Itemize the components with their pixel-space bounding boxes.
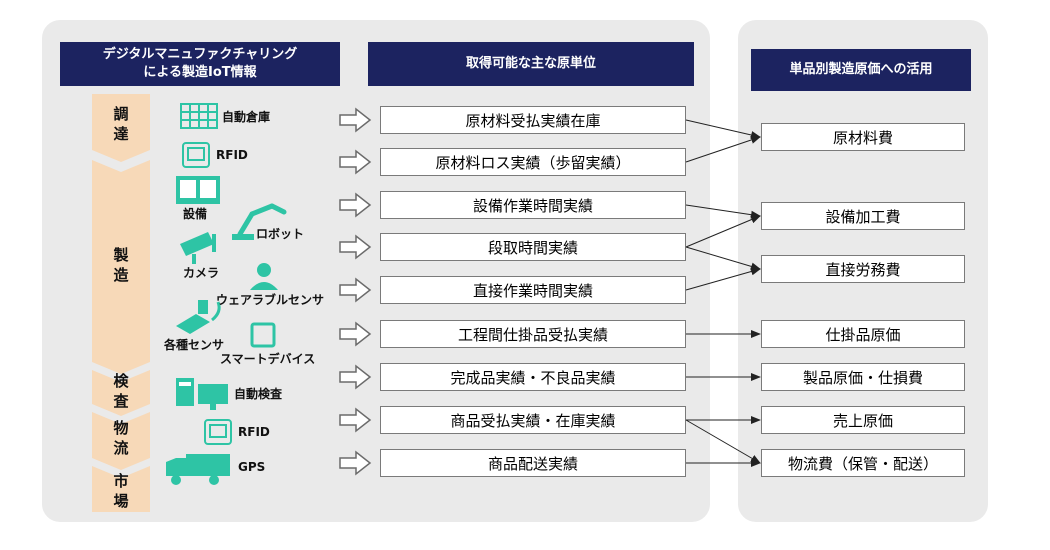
connector-3 <box>685 204 761 219</box>
chevron-procurement <box>92 94 150 162</box>
rfid-icon-2 <box>204 419 232 445</box>
unit-goods-delivery: 商品配送実績 <box>380 449 686 477</box>
chevron-logistics <box>92 412 150 470</box>
connector-1 <box>685 119 761 139</box>
device-wearable-label: ウェアラブルセンサ <box>216 293 325 307</box>
robot-icon <box>237 203 287 237</box>
device-smart-label: スマートデバイス <box>220 352 316 366</box>
unit-wip-transfer: 工程間仕掛品受払実績 <box>380 320 686 348</box>
equipment-icon <box>176 176 220 204</box>
unit-setup-time: 段取時間実績 <box>380 233 686 261</box>
cost-logistics: 物流費（保管・配送） <box>761 449 965 477</box>
connector-10 <box>685 419 761 464</box>
connector-4 <box>685 215 761 248</box>
truck-icon <box>166 454 230 485</box>
stage-procurement: 調 達 <box>113 105 129 143</box>
chevron-manufacturing <box>92 160 150 374</box>
device-rfid-label: RFID <box>216 148 248 162</box>
input-arrow-3 <box>339 192 372 218</box>
input-arrow-8 <box>339 407 372 433</box>
device-inspection-label: 自動検査 <box>234 387 283 401</box>
device-warehouse-label: 自動倉庫 <box>222 110 271 124</box>
stage-manufacturing: 製 造 <box>113 246 129 284</box>
device-sensors-label: 各種センサ <box>164 338 225 352</box>
unit-raw-material-loss: 原材料ロス実績（歩留実績） <box>380 148 686 176</box>
device-robot-label: ロボット <box>256 227 305 241</box>
unit-equipment-time: 設備作業時間実績 <box>380 191 686 219</box>
camera-icon <box>180 232 216 264</box>
cost-product-spoilage: 製品原価・仕損費 <box>761 363 965 391</box>
various-sensors-icon <box>176 300 210 334</box>
device-camera-label: カメラ <box>183 266 220 280</box>
input-arrow-1 <box>339 107 372 133</box>
left-panel <box>42 20 710 522</box>
warehouse-icon <box>180 103 218 129</box>
input-arrow-9 <box>339 450 372 476</box>
input-arrow-6 <box>339 321 372 347</box>
device-gps-label: GPS <box>238 460 266 474</box>
smart-device-icon <box>250 322 276 348</box>
unit-direct-work-time: 直接作業時間実績 <box>380 276 686 304</box>
header-iot-info: デジタルマニュファクチャリング による製造IoT情報 <box>60 42 340 86</box>
unit-raw-material-stock: 原材料受払実績在庫 <box>380 106 686 134</box>
input-arrow-7 <box>339 364 372 390</box>
device-rfid2-label: RFID <box>238 425 270 439</box>
header-cost-usage: 単品別製造原価への活用 <box>751 49 971 91</box>
cost-raw-material: 原材料費 <box>761 123 965 151</box>
stage-market: 市 場 <box>113 472 129 510</box>
unit-finished-defect: 完成品実績・不良品実績 <box>380 363 686 391</box>
rfid-icon <box>182 142 210 168</box>
cost-wip: 仕掛品原価 <box>761 320 965 348</box>
unit-goods-stock: 商品受払実績・在庫実績 <box>380 406 686 434</box>
cost-equipment-processing: 設備加工費 <box>761 202 965 230</box>
sensor-arm-icon <box>211 301 221 322</box>
input-arrow-5 <box>339 277 372 303</box>
input-arrow-2 <box>339 149 372 175</box>
robot-base-icon <box>232 234 254 240</box>
connector-5 <box>685 246 761 271</box>
device-equipment-label: 設備 <box>183 207 208 221</box>
connector-6 <box>685 267 761 291</box>
chevron-inspection <box>92 370 150 416</box>
chevron-market <box>92 466 150 512</box>
cost-sales: 売上原価 <box>761 406 965 434</box>
header-unit-basis: 取得可能な主な原単位 <box>368 42 694 86</box>
cost-direct-labor: 直接労務費 <box>761 255 965 283</box>
connector-2 <box>685 136 761 163</box>
input-arrow-4 <box>339 234 372 260</box>
stage-logistics: 物 流 <box>113 419 129 457</box>
stage-inspection: 検 査 <box>113 372 129 410</box>
wearable-sensor-icon <box>250 263 278 290</box>
